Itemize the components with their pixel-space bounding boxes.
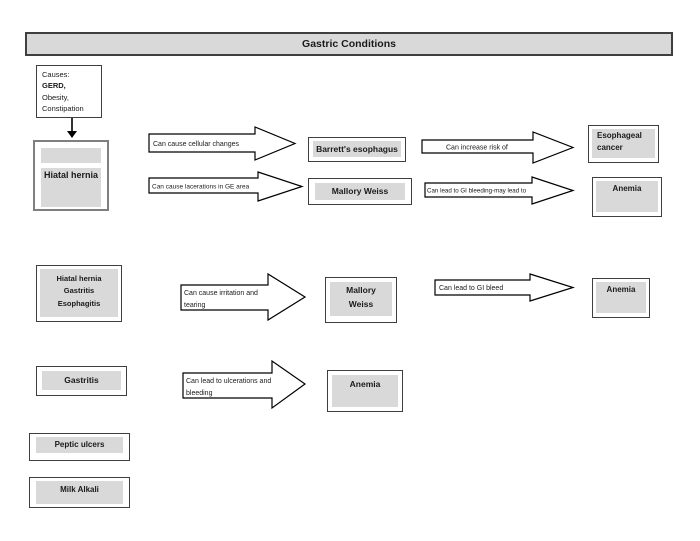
arrow-can-cause-irritation: Can cause irritation and tearing (180, 272, 307, 322)
arrow-label-line2: bleeding (186, 390, 213, 397)
anemia-label: Anemia (596, 181, 658, 212)
mallory-weiss-2-label: Mallory Weiss (330, 282, 392, 316)
hiatal-hernia-empty-bar (41, 148, 101, 163)
mallory-line1: Mallory (346, 285, 376, 295)
arrow-label: Can lead to GI bleeding-may lead to (427, 188, 527, 195)
causes-box: Causes: GERD, Obesity, Constipation (36, 65, 102, 118)
block-arrow-shape (424, 176, 575, 205)
arrow-label-line2: tearing (184, 302, 206, 309)
arrow-can-increase-risk-of: Can increase risk of (421, 131, 575, 164)
peptic-ulcers-label: Peptic ulcers (36, 437, 123, 453)
arrow-label: Can cause cellular changes (153, 141, 239, 148)
arrow-can-cause-lacerations: Can cause lacerations in GE area (148, 171, 304, 202)
barretts-label: Barrett's esophagus (313, 141, 401, 157)
down-arrowhead-icon (67, 131, 77, 138)
group-label: Hiatal hernia Gastritis Esophagitis (40, 269, 118, 317)
node-mallory-weiss-2: Mallory Weiss (325, 277, 397, 323)
milk-alkali-label: Milk Alkali (36, 481, 123, 504)
node-anemia-2: Anemia (592, 278, 650, 318)
node-gastritis: Gastritis (36, 366, 127, 396)
node-anemia-1: Anemia (592, 177, 662, 217)
arrow-label: Can increase risk of (446, 145, 508, 152)
hiatal-hernia-label: Hiatal hernia (41, 168, 101, 207)
arrow-can-cause-cellular-changes: Can cause cellular changes (148, 126, 297, 161)
node-anemia-3: Anemia (327, 370, 403, 412)
arrow-label-line1: Can lead to ulcerations and (186, 378, 271, 385)
node-hh-gastritis-esophagitis: Hiatal hernia Gastritis Esophagitis (36, 265, 122, 322)
block-arrow-shape (434, 273, 575, 302)
arrow-can-lead-to-gi-bleed: Can lead to GI bleed (434, 273, 575, 302)
cause-gerd: GERD, (42, 81, 66, 91)
node-esophageal-cancer: Esophageal cancer (588, 125, 659, 163)
cause-obesity: Obesity, (42, 92, 69, 102)
down-arrow-icon (67, 118, 77, 138)
gastritis-label: Gastritis (42, 371, 121, 390)
arrow-label: Can lead to GI bleed (439, 285, 503, 292)
esophageal-cancer-label: Esophageal cancer (592, 129, 655, 158)
block-arrow-shape (148, 126, 297, 161)
block-arrow-shape (148, 171, 304, 202)
node-peptic-ulcers: Peptic ulcers (29, 433, 130, 461)
block-arrow-shape (421, 131, 575, 164)
node-hiatal-hernia: Hiatal hernia (33, 140, 109, 211)
cause-constipation: Constipation (42, 103, 84, 113)
anemia-2-label: Anemia (596, 282, 646, 313)
arrow-can-lead-to-ulcerations: Can lead to ulcerations and bleeding (182, 359, 307, 410)
group-line3: Esophagitis (57, 298, 101, 308)
esophageal-cancer-line2: cancer (597, 143, 623, 153)
mallory-weiss-label: Mallory Weiss (315, 183, 405, 200)
block-arrow-shape (180, 272, 307, 322)
arrow-can-lead-to-gi-bleeding: Can lead to GI bleeding-may lead to (424, 176, 575, 205)
mallory-line2: Weiss (348, 298, 374, 309)
group-line2: Gastritis (63, 286, 95, 296)
group-line1: Hiatal hernia (56, 274, 102, 283)
node-barretts-esophagus: Barrett's esophagus (308, 137, 406, 162)
node-mallory-weiss: Mallory Weiss (308, 178, 412, 205)
arrow-label-line1: Can cause irritation and (184, 290, 258, 297)
anemia-3-label: Anemia (332, 375, 398, 407)
node-milk-alkali: Milk Alkali (29, 477, 130, 508)
causes-heading: Causes: (42, 70, 70, 79)
diagram-title: Gastric Conditions (25, 32, 673, 56)
arrow-label: Can cause lacerations in GE area (152, 184, 250, 191)
block-arrow-shape (182, 359, 307, 410)
esophageal-cancer-line1: Esophageal (597, 131, 642, 140)
